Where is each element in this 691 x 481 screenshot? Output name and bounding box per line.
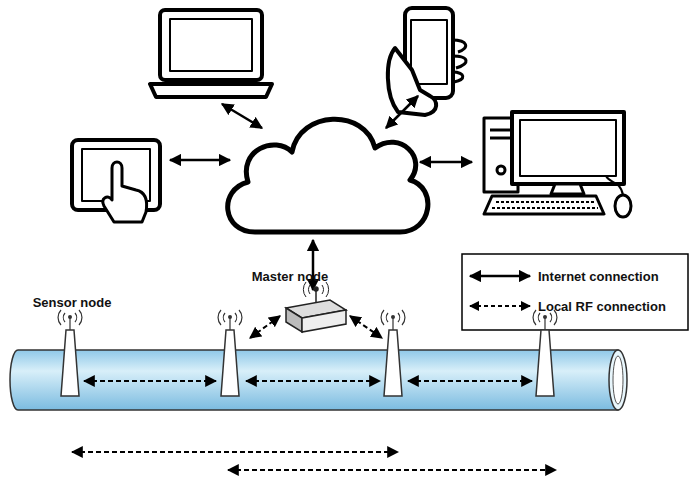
node-label: Sensor node <box>33 295 112 310</box>
node-label: Master node <box>252 269 329 284</box>
sensor-nodes <box>58 310 557 396</box>
legend-box <box>462 254 688 330</box>
desktop-computer-icon <box>484 112 631 217</box>
legend-text: Internet connection <box>538 269 659 284</box>
sensor-node-label: Sensor node <box>33 295 112 310</box>
pipe <box>10 350 627 410</box>
laptop-icon <box>150 10 272 97</box>
legend-internet-sample <box>470 275 530 278</box>
legend-rf-sample <box>470 305 530 307</box>
internet-connection-arrows <box>170 96 472 290</box>
tablet-icon <box>72 140 160 222</box>
master-node-label: Master node <box>252 269 329 284</box>
legend-text: Local RF connection <box>538 299 666 314</box>
cloud-icon <box>228 119 428 232</box>
master-node-router <box>286 282 346 332</box>
smartphone-icon <box>388 8 466 115</box>
local-rf-arrows <box>72 316 556 470</box>
